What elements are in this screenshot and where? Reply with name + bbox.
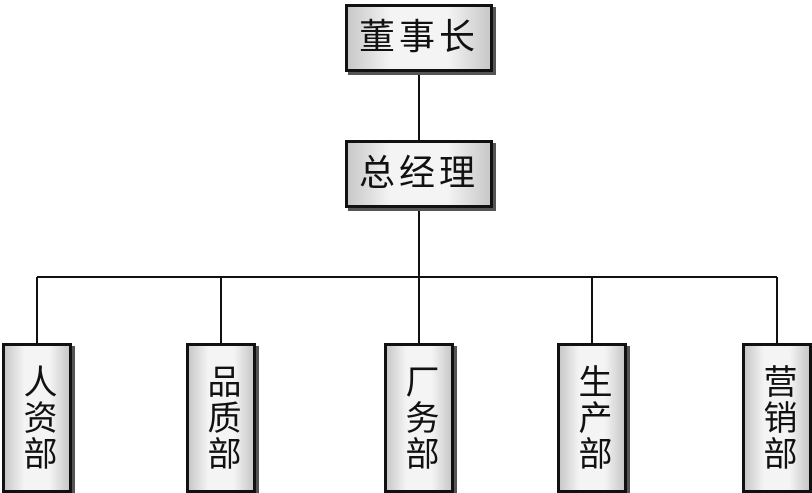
node-department-quality-label: 品质部 [201,364,242,472]
node-department-quality: 品质部 [186,343,256,493]
node-general-manager-label: 总经理 [358,153,479,194]
node-department-marketing: 营销部 [742,343,812,493]
node-department-production-label: 生产部 [572,364,613,472]
node-department-factory: 厂务部 [384,343,454,493]
node-chairman-label: 董事长 [358,17,479,58]
node-chairman: 董事长 [345,4,493,72]
node-department-factory-label: 厂务部 [399,364,440,472]
node-department-production: 生产部 [557,343,627,493]
node-department-marketing-label: 营销部 [757,364,798,472]
node-department-hr: 人资部 [2,343,72,493]
node-general-manager: 总经理 [345,140,493,208]
node-department-hr-label: 人资部 [17,364,58,472]
